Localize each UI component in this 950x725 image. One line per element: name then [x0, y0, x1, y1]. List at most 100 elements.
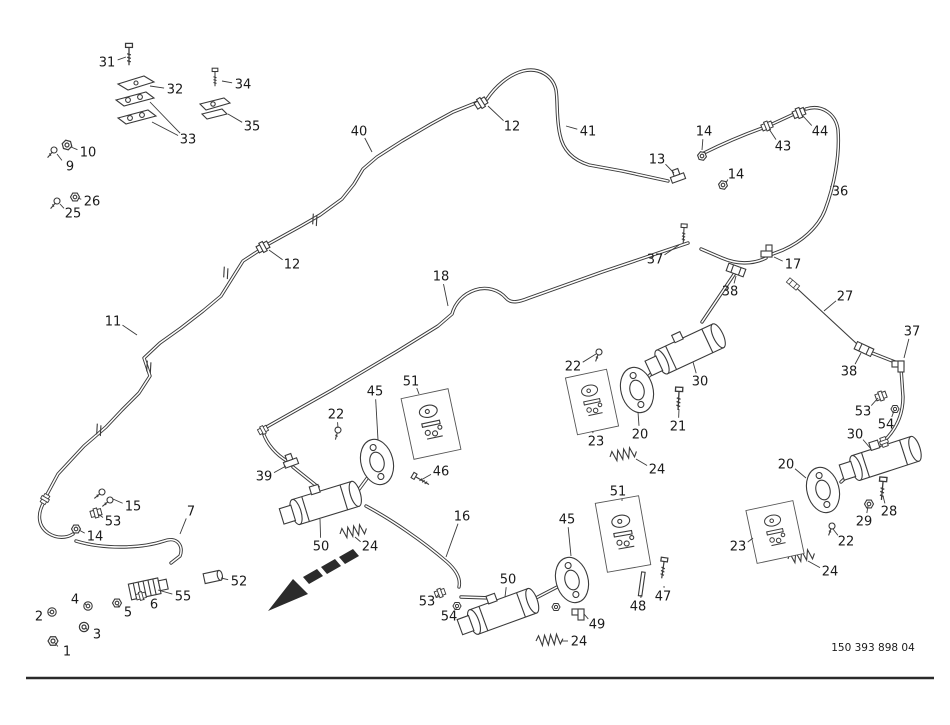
callout-leader-line	[487, 105, 504, 122]
nut-10	[60, 138, 74, 152]
callout-leader-line	[436, 593, 440, 598]
screw-15-b	[99, 495, 115, 510]
cylinder-30-top	[639, 315, 729, 381]
callout-leader-line	[637, 411, 640, 426]
screw-25	[47, 196, 62, 212]
callout-leader-line	[221, 80, 233, 84]
spring-24-bottom	[535, 633, 564, 647]
callout-leader-line	[84, 602, 87, 606]
part-callout-55: 55	[175, 590, 192, 605]
callout-leader-line	[375, 399, 379, 441]
callout-leader-line	[445, 523, 459, 558]
fitting-38-right	[853, 341, 875, 357]
callout-leader-line	[664, 244, 680, 256]
callout-leader-line	[112, 498, 123, 504]
part-callout-24: 24	[822, 565, 839, 580]
part-callout-5: 5	[124, 606, 132, 621]
fitting-53-mid	[433, 586, 447, 600]
callout-leader-line	[854, 352, 862, 365]
part-callout-14: 14	[728, 168, 745, 183]
flange-20-right	[801, 463, 845, 517]
part-callout-54: 54	[878, 418, 895, 433]
part-callout-32: 32	[167, 83, 184, 98]
callout-leader-line	[273, 465, 287, 473]
bolt-21	[673, 386, 684, 411]
fitting-27-end	[785, 277, 801, 291]
pin-48	[637, 571, 646, 597]
callout-leader-line	[151, 121, 179, 136]
callout-leader-line	[747, 537, 754, 543]
part-callout-3: 3	[93, 628, 101, 643]
part-callout-46: 46	[433, 465, 450, 480]
nut-1	[47, 636, 59, 646]
callout-leader-line	[97, 513, 104, 518]
callout-leader-line	[54, 642, 59, 647]
part-callout-23: 23	[730, 540, 747, 555]
part-callout-49: 49	[589, 618, 606, 633]
callout-leader-line	[220, 577, 229, 581]
coupling-55	[127, 577, 169, 601]
line-11-elbow	[37, 500, 75, 539]
part-callout-24: 24	[362, 540, 379, 555]
flange-45-left	[355, 435, 399, 489]
elbow-17	[760, 244, 773, 258]
part-callout-48: 48	[630, 600, 647, 615]
line-11	[42, 246, 265, 502]
part-callout-44: 44	[812, 125, 829, 140]
part-callout-18: 18	[433, 270, 450, 285]
callout-leader-line	[85, 627, 88, 631]
callout-leader-line	[862, 439, 872, 450]
callout-leader-line	[725, 179, 729, 184]
direction-arrow-icon	[268, 549, 359, 611]
part-callout-13: 13	[649, 153, 666, 168]
part-callout-53: 53	[855, 405, 872, 420]
kit-box-51-left	[400, 388, 462, 460]
nut-26	[69, 192, 81, 202]
part-callout-37: 37	[904, 325, 921, 340]
part-callout-53: 53	[105, 515, 122, 530]
callout-leader-line	[149, 101, 181, 134]
part-callout-37: 37	[647, 253, 664, 268]
part-callout-45: 45	[559, 513, 576, 528]
screw-34	[211, 67, 219, 87]
nut-54-mid	[452, 601, 462, 611]
screw-15-a	[91, 487, 107, 502]
part-callout-47: 47	[655, 590, 672, 605]
callout-leader-line	[59, 203, 65, 209]
callout-leader-line	[56, 153, 63, 161]
callout-leader-line	[870, 397, 879, 406]
kit-box-51-bottom	[594, 495, 652, 573]
part-callout-1: 1	[63, 645, 71, 660]
part-callout-10: 10	[80, 146, 97, 161]
part-callout-35: 35	[244, 120, 261, 135]
drawing-reference-number: 150 393 898 04	[831, 642, 915, 654]
part-callout-40: 40	[351, 125, 368, 140]
callout-leader-line	[830, 185, 832, 188]
callout-leader-line	[903, 338, 910, 359]
callout-leader-line	[807, 560, 821, 568]
cylinder-50-bottom	[452, 579, 542, 640]
callout-leader-line	[565, 125, 578, 130]
part-callout-27: 27	[837, 290, 854, 305]
fitting-53-left	[89, 506, 103, 520]
plug-52	[202, 569, 224, 585]
part-callout-14: 14	[696, 125, 713, 140]
line-40	[261, 100, 480, 249]
part-callout-21: 21	[670, 420, 687, 435]
clamp-35-b	[200, 108, 229, 120]
clamp-33-a	[114, 91, 156, 107]
screw-31	[124, 42, 134, 66]
part-callout-45: 45	[367, 385, 384, 400]
nut-14-left	[70, 524, 82, 534]
part-callout-39: 39	[256, 470, 273, 485]
part-callout-31: 31	[99, 56, 116, 71]
callout-leader-line	[802, 115, 813, 126]
callout-leader-line	[227, 113, 243, 123]
hose-17	[699, 247, 768, 265]
screw-9	[44, 145, 59, 161]
nut-5	[111, 598, 123, 608]
part-callout-26: 26	[84, 195, 101, 210]
part-callout-36: 36	[832, 185, 849, 200]
callout-leader-line	[773, 256, 783, 262]
